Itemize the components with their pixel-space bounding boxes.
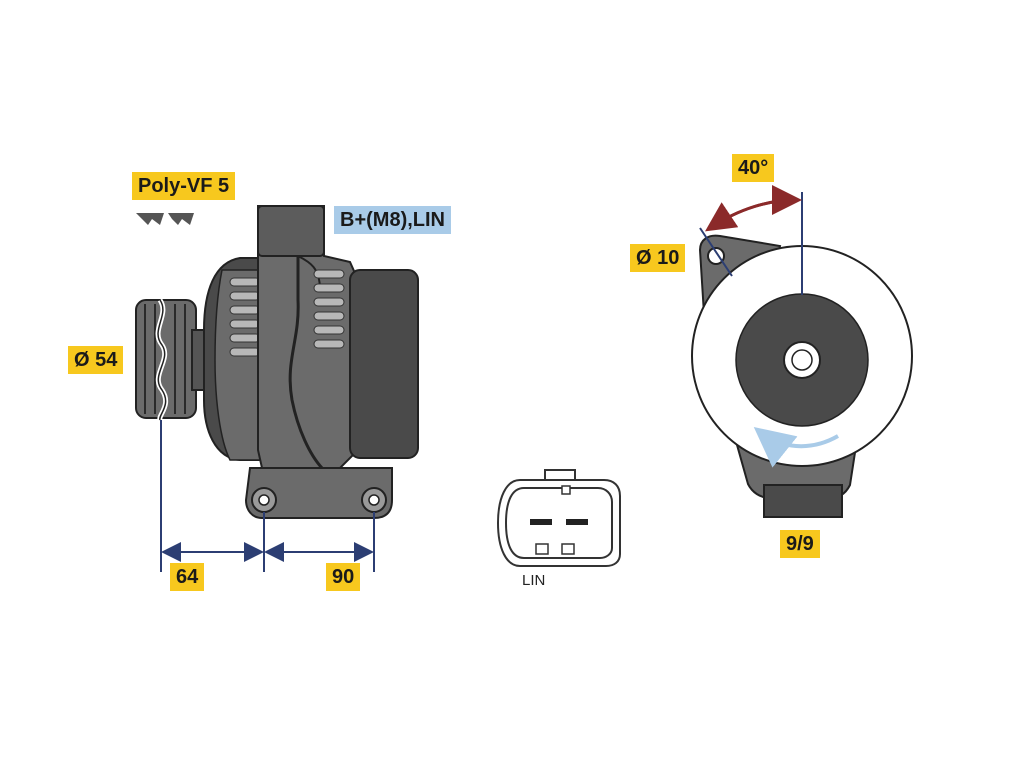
terminal-label: B+(M8),LIN xyxy=(334,206,451,234)
alternator-side-view xyxy=(135,205,419,572)
main-body xyxy=(257,205,359,470)
angle-label: 40° xyxy=(732,154,775,182)
mounting-bracket xyxy=(244,467,393,519)
front-housing xyxy=(203,257,263,461)
clock-position-label: 9/9 xyxy=(780,530,820,558)
lin-connector xyxy=(496,469,621,567)
hole-diameter-label: Ø 10 xyxy=(630,244,686,272)
pulley-diameter-label: Ø 54 xyxy=(68,346,124,374)
dimension-lines xyxy=(160,420,375,572)
pulley xyxy=(135,298,209,421)
dimension-90-label: 90 xyxy=(326,563,361,591)
dimension-64-label: 64 xyxy=(170,563,205,591)
rear-cover xyxy=(349,269,419,459)
belt-type-label: Poly-VF 5 xyxy=(132,172,236,200)
alternator-front-view xyxy=(691,185,913,518)
belt-groove-icon xyxy=(136,213,194,225)
connector-label: LIN xyxy=(522,572,546,589)
